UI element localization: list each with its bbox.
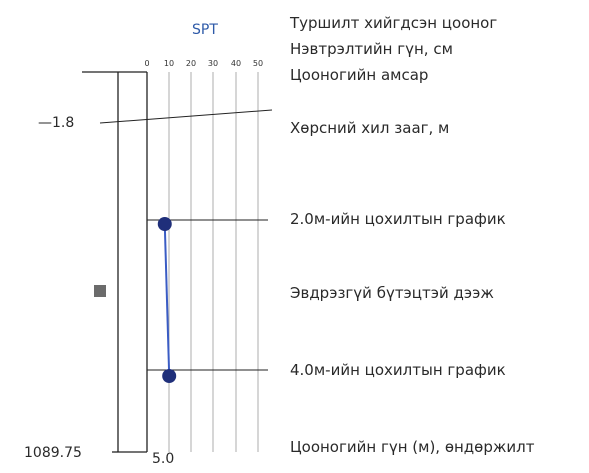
chart-title: SPT bbox=[192, 22, 218, 38]
spt-grid bbox=[168, 72, 259, 452]
spt-point-2m bbox=[157, 217, 172, 231]
layer-depth-label: —1.8 bbox=[38, 115, 74, 131]
annotation-sample-depth: Туршилт хийгдсэн цооног bbox=[289, 14, 497, 32]
layer-boundary-line bbox=[99, 109, 273, 124]
tick-label-20: 20 bbox=[186, 59, 196, 68]
bottom-depth-label: 5.0 bbox=[152, 451, 174, 467]
spt-point-4m bbox=[162, 369, 177, 383]
tick-label-30: 30 bbox=[208, 59, 218, 68]
tick-labels: 0 10 20 30 40 50 bbox=[144, 59, 263, 68]
tick-label-0: 0 bbox=[144, 59, 149, 68]
annotation-list: Туршилт хийгдсэн цооног Нэвтрэлтийн гүн,… bbox=[289, 14, 535, 456]
annotation-graph-2m: 2.0м-ийн цохилтын график bbox=[290, 210, 506, 228]
annotation-layer-boundary: Хөрсний хил зааг, м bbox=[290, 119, 449, 137]
annotation-undisturbed-sample: Эвдрэзгүй бүтэцтэй дээж bbox=[290, 284, 494, 302]
annotation-penetration-depth: Нэвтрэлтийн гүн, см bbox=[290, 40, 453, 58]
tick-label-40: 40 bbox=[231, 59, 241, 68]
tick-label-50: 50 bbox=[253, 59, 263, 68]
undisturbed-sample-marker bbox=[94, 285, 106, 297]
elevation-label: 1089.75 bbox=[24, 445, 82, 461]
annotation-borehole-depth: Цооногийн гүн (м), өндөржилт bbox=[290, 438, 535, 456]
borehole-column bbox=[82, 71, 148, 453]
tick-label-10: 10 bbox=[164, 59, 174, 68]
annotation-borehole-mouth: Цооногийн амсар bbox=[290, 66, 428, 84]
spt-series-line bbox=[163, 223, 171, 377]
annotation-graph-4m: 4.0м-ийн цохилтын график bbox=[290, 361, 506, 379]
